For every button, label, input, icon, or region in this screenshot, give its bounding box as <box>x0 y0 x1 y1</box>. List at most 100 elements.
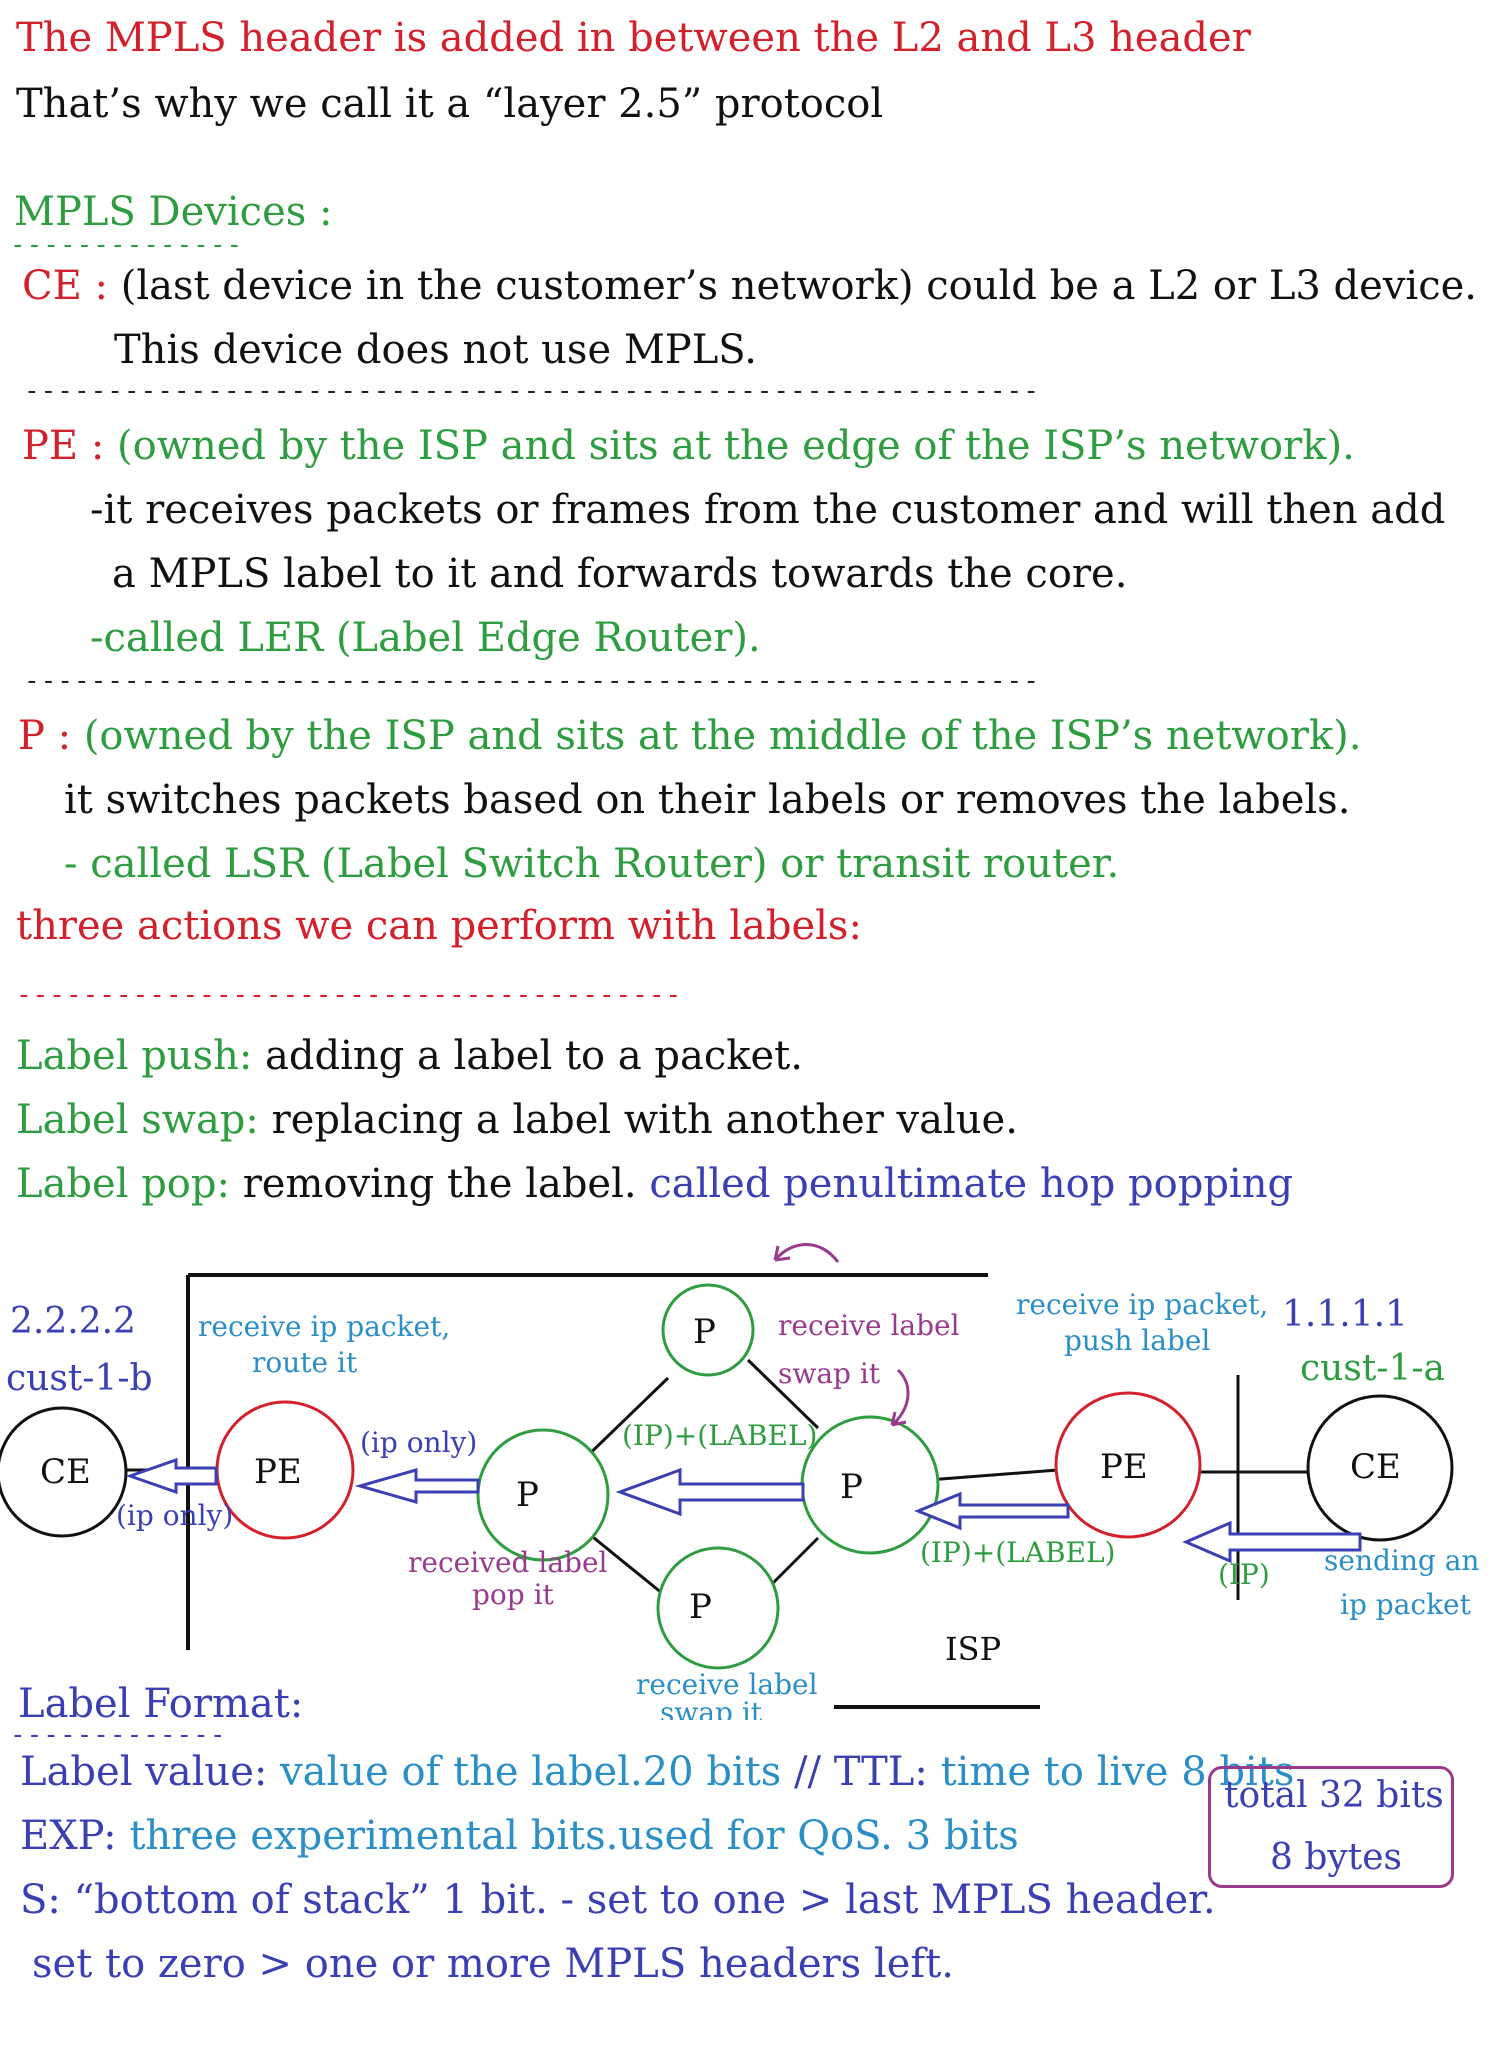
right-customer: cust-1-a <box>1300 1348 1445 1389</box>
link-p-bottom-p-right <box>766 1536 820 1590</box>
arrow-label-ip-only-2: (ip only) <box>116 1499 233 1532</box>
total-bits: total 32 bits <box>1224 1775 1444 1816</box>
ce-desc: (last device in the customer’s network) … <box>120 263 1478 309</box>
ce-left-node <box>0 1406 128 1538</box>
p-bottom-label: P <box>689 1587 712 1627</box>
arrow-p-left-to-pe <box>354 1468 480 1504</box>
note-left-p-1: received label <box>408 1546 608 1579</box>
pe-entry: PE : (owned by the ISP and sits at the e… <box>22 426 1355 466</box>
action-swap-term: Label swap: <box>16 1097 259 1143</box>
action-swap: Label swap: replacing a label with anoth… <box>16 1100 1018 1140</box>
p-top-label: P <box>693 1312 716 1352</box>
format-underline: ------------- <box>10 1720 227 1750</box>
arrow-p-right-to-p-left <box>615 1467 805 1517</box>
devices-heading: MPLS Devices : <box>14 189 333 235</box>
label-value-desc: value of the label.20 bits <box>280 1749 782 1795</box>
note-sending-1: sending an <box>1324 1544 1479 1577</box>
total-bytes: 8 bytes <box>1270 1837 1402 1878</box>
ce-entry: CE : (last device in the customer’s netw… <box>22 266 1477 306</box>
format-line-3: S: “bottom of stack” 1 bit. - set to one… <box>20 1877 1216 1923</box>
arrow-pe-to-ce-left <box>125 1457 218 1495</box>
ttl-term: TTL: <box>833 1749 928 1795</box>
swap-arrow-right-head <box>890 1411 907 1427</box>
arrow-ce-right-to-pe <box>1182 1520 1362 1564</box>
actions-underline: ---------------------------------------- <box>16 980 683 1010</box>
note-top-p-1: receive label <box>778 1309 960 1342</box>
pe-right-node <box>1054 1391 1202 1539</box>
intro-line-2: That’s why we call it a “layer 2.5” prot… <box>16 81 884 127</box>
note-top-p-2: swap it <box>778 1357 881 1390</box>
action-push-term: Label push: <box>16 1033 253 1079</box>
note-left-pe-2: route it <box>252 1346 358 1379</box>
divider-2: ----------------------------------------… <box>24 666 1040 696</box>
format-line-4: set to zero > one or more MPLS headers l… <box>32 1941 954 1987</box>
arrow-label-ip-label-1: (IP)+(LABEL) <box>622 1419 817 1452</box>
left-customer: cust-1-b <box>6 1358 153 1399</box>
exp-term: EXP: <box>20 1813 117 1859</box>
pe-line-4: -called LER (Label Edge Router). <box>90 615 761 661</box>
isp-label: ISP <box>945 1630 1001 1668</box>
ce-right-node <box>1306 1394 1454 1542</box>
format-line-1: Label value: value of the label.20 bits … <box>20 1752 1294 1792</box>
link-p-right-pe <box>927 1468 1059 1482</box>
format-separator: // <box>794 1749 821 1795</box>
arrow-label-ip-only-1: (ip only) <box>360 1426 477 1459</box>
note-sending-2: ip packet <box>1340 1588 1472 1621</box>
action-push: Label push: adding a label to a packet. <box>16 1036 803 1076</box>
pe-line-3: a MPLS label to it and forwards towards … <box>112 551 1128 597</box>
swap-arrow-top-head <box>773 1245 791 1262</box>
p-line-3: - called LSR (Label Switch Router) or tr… <box>64 841 1120 887</box>
pe-desc: (owned by the ISP and sits at the edge o… <box>117 423 1355 469</box>
note-bottom-p-2: swap it <box>660 1696 763 1720</box>
action-pop-extra: called penultimate hop popping <box>649 1161 1294 1207</box>
ce-label: CE : <box>22 263 108 309</box>
action-pop-desc: removing the label. <box>242 1161 637 1207</box>
intro-line-1: The MPLS header is added in between the … <box>16 15 1251 61</box>
p-left-label: P <box>516 1475 539 1515</box>
swap-arrow-top <box>773 1243 840 1263</box>
arrow-label-ip-label-2: (IP)+(LABEL) <box>920 1536 1115 1569</box>
note-left-p-2: pop it <box>472 1578 555 1611</box>
divider-1: ----------------------------------------… <box>24 376 1040 406</box>
note-bottom-p-1: receive label <box>636 1668 818 1701</box>
p-top-node <box>661 1283 755 1377</box>
ce-note: This device does not use MPLS. <box>114 327 757 373</box>
ce-left-label: CE <box>40 1452 91 1492</box>
total-bits-box <box>1208 1766 1454 1888</box>
p-entry: P : (owned by the ISP and sits at the mi… <box>18 716 1361 756</box>
p-left-node <box>476 1428 610 1562</box>
p-right-node <box>800 1415 940 1555</box>
pe-left-label: PE <box>254 1452 302 1492</box>
format-line-2: EXP: three experimental bits.used for Qo… <box>20 1816 1019 1856</box>
p-desc: (owned by the ISP and sits at the middle… <box>83 713 1362 759</box>
note-left-pe-1: receive ip packet, <box>198 1310 450 1343</box>
p-right-label: P <box>840 1467 863 1507</box>
p-bottom-node <box>656 1546 780 1670</box>
link-p-top-p-right <box>746 1358 820 1430</box>
mpls-network-diagram: CE PE P P P P PE CE ISP 2.2.2.2 cust-1-b… <box>0 1243 1479 1720</box>
p-line-2: it switches packets based on their label… <box>64 777 1351 823</box>
p-label: P : <box>18 713 72 759</box>
action-pop-term: Label pop: <box>16 1161 230 1207</box>
note-right-pe-2: push label <box>1064 1324 1210 1357</box>
pe-right-label: PE <box>1100 1447 1148 1487</box>
devices-heading-underline: -------------- <box>10 230 244 260</box>
arrow-label-ip: (IP) <box>1218 1558 1270 1591</box>
pe-line-2: -it receives packets or frames from the … <box>90 487 1446 533</box>
swap-arrow-right <box>891 1368 910 1427</box>
left-ip-address: 2.2.2.2 <box>10 1301 136 1342</box>
ttl-desc: time to live 8 bits <box>940 1749 1295 1795</box>
pe-label: PE : <box>22 423 105 469</box>
label-value-term: Label value: <box>20 1749 268 1795</box>
arrow-pe-to-p-right <box>914 1491 1070 1531</box>
action-swap-desc: replacing a label with another value. <box>271 1097 1018 1143</box>
action-pop: Label pop: removing the label. called pe… <box>16 1164 1293 1204</box>
action-push-desc: adding a label to a packet. <box>265 1033 803 1079</box>
exp-desc: three experimental bits.used for QoS. 3 … <box>129 1813 1019 1859</box>
right-ip-address: 1.1.1.1 <box>1282 1294 1408 1335</box>
actions-heading: three actions we can perform with labels… <box>16 903 862 949</box>
ce-right-label: CE <box>1350 1447 1401 1487</box>
note-right-pe-1: receive ip packet, <box>1016 1288 1268 1321</box>
link-p-left-p-top <box>576 1376 670 1467</box>
format-heading: Label Format: <box>18 1681 304 1727</box>
